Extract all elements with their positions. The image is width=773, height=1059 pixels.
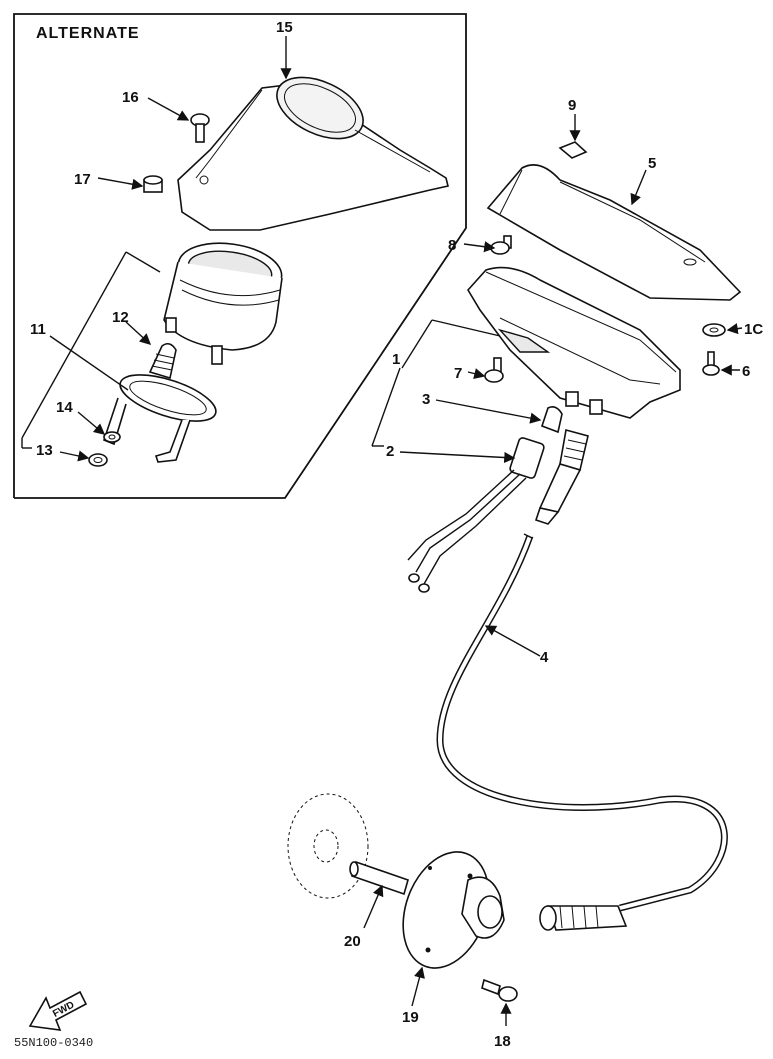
callout-10: 1C: [744, 321, 763, 338]
nut-part-17: [143, 175, 163, 193]
screw-part-18: [481, 978, 518, 1002]
group-bracket-line-top: [125, 251, 161, 273]
bracket-part-11: [103, 374, 217, 463]
callout-2: 2: [386, 443, 394, 460]
callout-14: 14: [56, 399, 73, 416]
bulb-part-3: [540, 406, 563, 434]
callout-17: 17: [74, 171, 91, 188]
cable-connector-bottom: [539, 905, 628, 931]
callout-11: 11: [30, 321, 46, 338]
alt-meter-assembly: [163, 242, 283, 365]
callout-5: 5: [648, 155, 656, 172]
washer-part-14: [103, 431, 121, 443]
callout-16: 16: [122, 89, 139, 106]
bulb-part-12: [148, 342, 177, 380]
drawing-code: 55N100-0340: [14, 1036, 93, 1050]
screw-part-8: [490, 235, 512, 255]
meter-body-part-1: [467, 266, 681, 419]
nut-part-13: [88, 453, 108, 467]
callout-6: 6: [742, 363, 750, 380]
cover-part-5: [486, 164, 742, 301]
callout-19: 19: [402, 1009, 419, 1026]
callout-7: 7: [454, 365, 462, 382]
clip-part-9: [558, 141, 588, 159]
alternate-panel: ALTERNATE: [13, 13, 467, 499]
cable-part-4: [436, 533, 728, 912]
grommet-part-10: [702, 323, 726, 337]
callout-1: 1: [392, 351, 400, 368]
screw-part-16: [190, 113, 210, 143]
fwd-label: FWD: [51, 1000, 76, 1020]
gear-unit-part-19: [402, 851, 505, 969]
callout-15: 15: [276, 19, 293, 36]
shaft-part-20: [349, 860, 409, 896]
group-bracket-line-left: [21, 251, 127, 439]
cable-connector-top: [534, 428, 589, 525]
callout-8: 8: [448, 237, 456, 254]
fwd-arrow-icon: FWD: [28, 990, 88, 1031]
callout-20: 20: [344, 933, 361, 950]
callout-3: 3: [422, 391, 430, 408]
callout-labels: 16 17 15 12 11 14 13 9 5 8 1C 6 7 1 3 2 …: [30, 19, 763, 1050]
leader-lines: [21, 36, 743, 1026]
screw-part-7: [484, 357, 504, 383]
callout-9: 9: [568, 97, 576, 114]
bolt-part-6: [702, 351, 720, 376]
alt-cover-part-15: [177, 76, 449, 231]
callout-18: 18: [494, 1033, 511, 1050]
harness-part-2: [407, 437, 545, 593]
callout-12: 12: [112, 309, 129, 326]
disc-outline: [287, 793, 369, 899]
callout-4: 4: [540, 649, 549, 666]
callout-13: 13: [36, 442, 53, 459]
alternate-title: ALTERNATE: [36, 25, 140, 42]
